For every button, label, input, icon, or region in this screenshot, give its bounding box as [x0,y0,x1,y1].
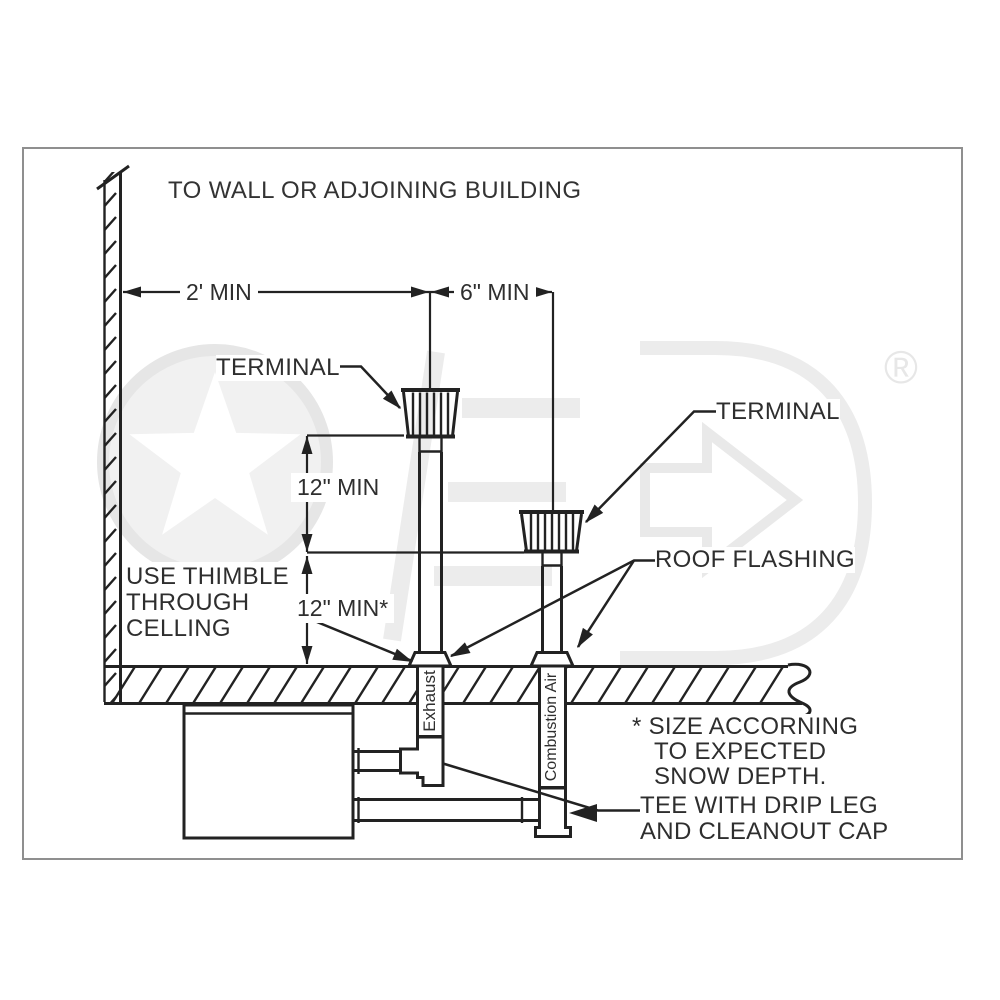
combustion-air-roof-flashing [528,651,576,668]
dimension-wall-clearance: 2' MIN [180,278,258,307]
dimension-arrows [123,286,552,664]
label-combustion-air-pipe: Combustion Air [543,672,560,782]
registered-trademark-icon: ® [884,341,918,393]
roof-structure [104,662,812,719]
diagram-frame [22,147,963,860]
thimble-note-line2: THROUGH [126,589,250,616]
label-tee-drip-leg: TEE WITH DRIP LEG AND CLEANOUT CAP [640,792,889,845]
exhaust-terminal-cap [401,388,460,439]
watermark-logo [97,341,873,665]
heading-to-wall: TO WALL OR ADJOINING BUILDING [168,177,582,205]
label-roof-flashing: ROOF FLASHING [655,546,855,573]
exhaust-tee [399,735,445,787]
label-terminal-right: TERMINAL [716,398,840,425]
snow-note-line2: TO EXPECTED [654,738,827,765]
combustion-air-assembly [353,510,584,838]
roof-break-curl [787,662,812,719]
watermark-arrow-icon [640,421,804,579]
tee-label-line2: AND CLEANOUT CAP [640,818,889,845]
leader-arrows [382,390,604,822]
watermark-star-icon [129,372,301,535]
exhaust-vent-assembly [353,388,460,787]
dimension-roof-clearance: 12" MIN* [291,594,395,623]
dimension-terminal-spacing: 6" MIN [454,278,536,307]
label-snow-depth-note: * SIZE ACCORNING TO EXPECTED SNOW DEPTH. [632,713,859,790]
snow-note-line3: SNOW DEPTH. [654,763,827,790]
combustion-air-tee [534,786,572,838]
thimble-note-line3: CELLING [126,615,231,642]
thimble-note-line1: USE THIMBLE [126,563,289,590]
exhaust-roof-flashing [406,651,454,668]
label-exhaust-pipe: Exhaust [420,670,439,732]
appliance-box [182,703,355,840]
watermark-letter-e [434,398,580,586]
label-terminal-left: TERMINAL [216,354,340,381]
wall-structure [96,164,130,702]
watermark-letter-d [620,341,873,665]
combustion-air-terminal-cap [519,510,584,554]
label-thimble-note: USE THIMBLE THROUGH CELLING [122,562,293,644]
tee-label-line1: TEE WITH DRIP LEG [640,792,879,819]
snow-note-line1: * SIZE ACCORNING [632,713,859,740]
watermark-letter-bar [383,350,445,642]
dimension-terminal-height: 12" MIN [291,473,386,502]
